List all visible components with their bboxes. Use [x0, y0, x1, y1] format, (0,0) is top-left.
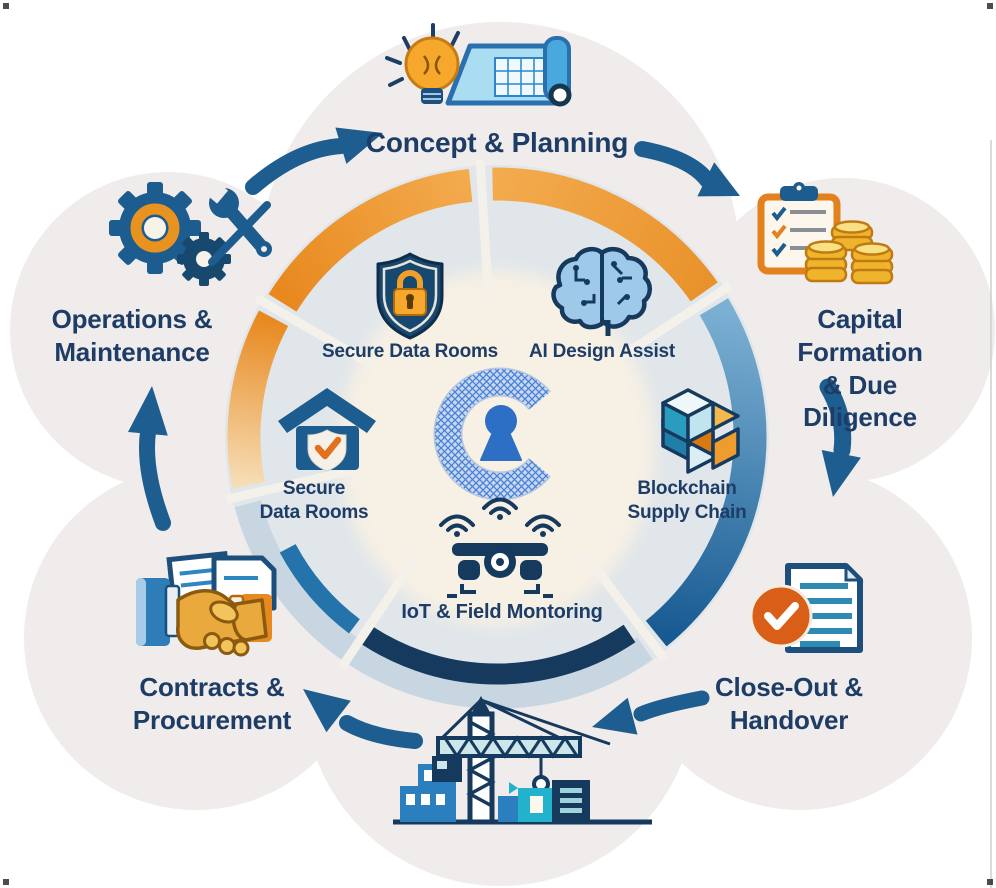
clipboard-coins-icon: [757, 182, 894, 285]
phase-label-close-out-handover: Close-Out & Handover: [714, 672, 864, 735]
phase-label-operations-maintenance: Operations & Maintenance: [51, 304, 213, 367]
feature-label-blockchain-supply-chain: Blockchain Supply Chain: [627, 478, 747, 523]
house-shield-icon: [278, 388, 376, 472]
arrow-capital-to-closeout: [819, 378, 861, 497]
corner-mark-top-right: [987, 3, 993, 9]
handshake-documents-icon: [136, 551, 277, 657]
arrow-contracts-to-operations: [128, 386, 171, 531]
feature-label-ai-design-assist: AI Design Assist: [528, 341, 676, 362]
corner-mark-bottom-right: [987, 879, 993, 885]
screenshot-edge-line: [990, 140, 992, 888]
c-keyhole-logo: [433, 367, 551, 501]
phase-label-contracts-procurement: Contracts & Procurement: [132, 672, 292, 735]
drone-wifi-icon: [439, 497, 561, 598]
phase-label-capital-formation: Capital Formation & Due Diligence: [797, 304, 923, 433]
ring-dividers: [225, 159, 733, 670]
document-check-icon: [749, 562, 864, 653]
feature-label-iot-field-monitoring: IoT & Field Montoring: [401, 601, 603, 623]
feature-label-secure-data-rooms-top: Secure Data Rooms: [321, 341, 499, 362]
ring-segment-blue-right: [645, 298, 767, 647]
feature-label-secure-data-rooms-left: Secure Data Rooms: [259, 478, 369, 523]
lightbulb-blueprint-icon: [385, 23, 572, 107]
ring-segment-gray-bottom: [234, 500, 653, 709]
gears-wrench-icon: [109, 179, 272, 286]
phase-label-concept-planning: Concept & Planning: [365, 127, 629, 158]
construction-crane-icon: [393, 696, 652, 825]
ring-segment-orange-top-right: [492, 167, 718, 302]
arrow-concept-to-capital: [634, 141, 740, 197]
arrow-closeout-to-construction: [592, 690, 710, 735]
arrow-construction-to-contracts: [303, 689, 423, 749]
blockchain-cubes-icon: [661, 388, 740, 474]
ring-segment-blue-fragment: [279, 543, 360, 634]
ring-segment-navy-bottom: [362, 624, 636, 685]
flow-arrows: [128, 127, 861, 749]
ring-segment-orange-left-lower: [227, 310, 289, 489]
corner-mark-bottom-left: [3, 879, 9, 885]
arrow-operations-to-concept: [245, 127, 383, 195]
shield-lock-icon: [376, 252, 444, 340]
ring-segment-orange-left-upper: [268, 168, 473, 312]
corner-mark-top-left: [3, 3, 9, 9]
brain-circuit-icon: [551, 246, 652, 336]
